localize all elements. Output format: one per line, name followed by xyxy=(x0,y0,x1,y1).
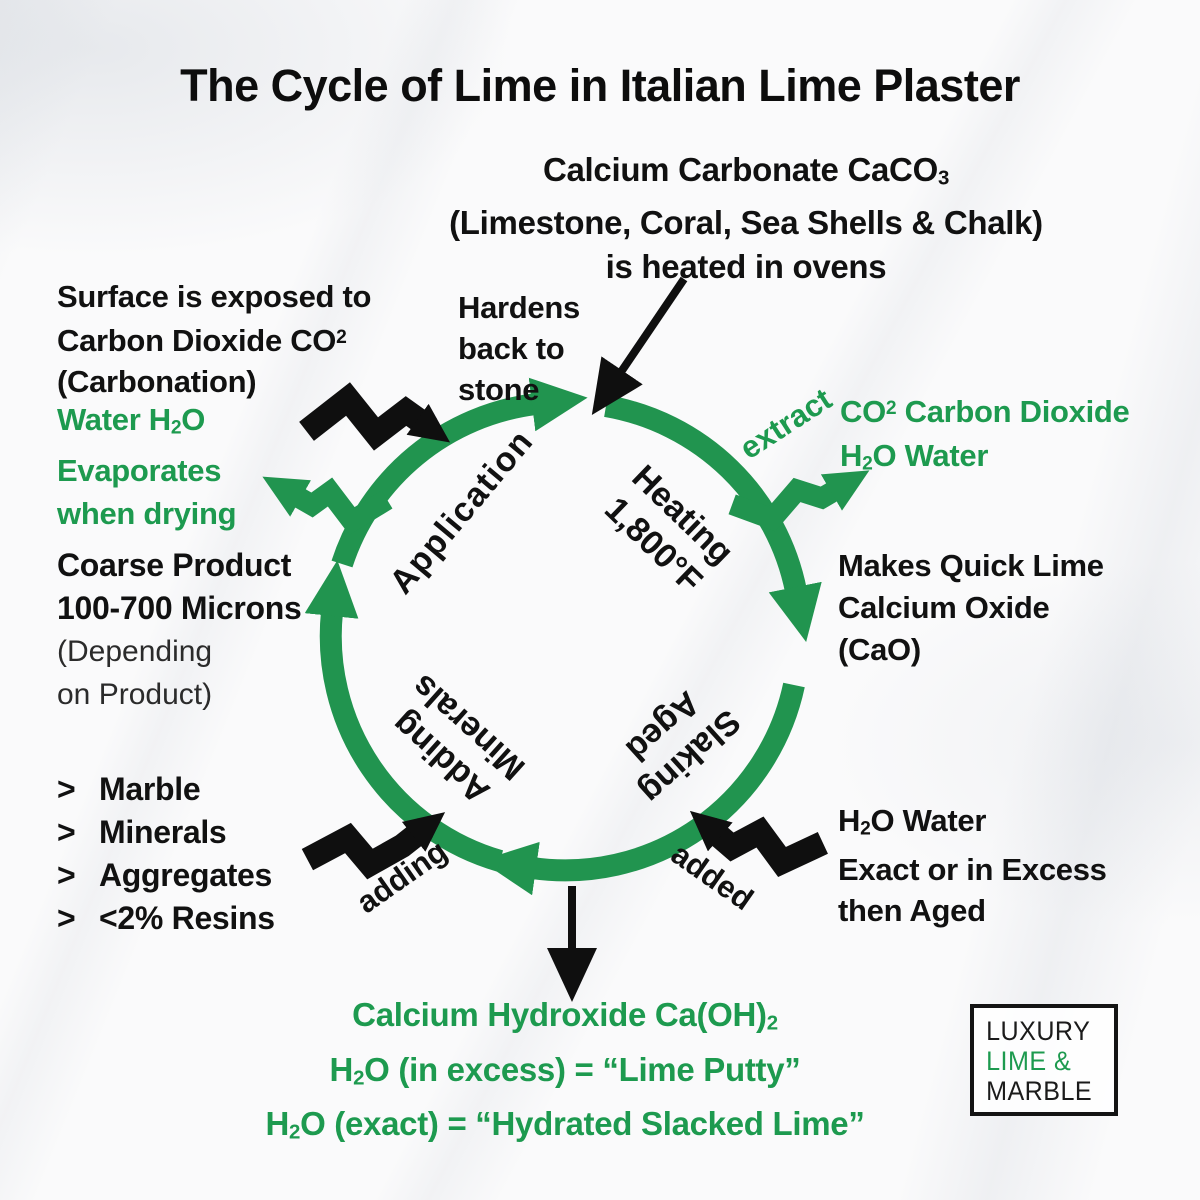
coarse-product-line3: (Depending xyxy=(57,635,213,668)
hardens-line2: back to xyxy=(458,331,565,366)
surface-exposed-line1: Surface is exposed to xyxy=(57,279,372,314)
chevron-bullet-icon: > xyxy=(57,771,76,807)
calcium-hydroxide-result-note: Calcium Hydroxide Ca(OH)2 H2O (in excess… xyxy=(265,992,864,1156)
calcium-carbonate-note-line3: is heated in ovens xyxy=(605,247,887,285)
water-evaporates-note: Water H2O Evaporates when drying xyxy=(57,398,237,535)
co2-out-line2: H2O Water xyxy=(840,438,989,475)
additives-item-label: Marble xyxy=(99,771,201,807)
cycle-stage-application: Application xyxy=(382,422,541,602)
surface-exposed-line2: Carbon Dioxide CO2 xyxy=(57,323,347,359)
coarse-product-line1: Coarse Product xyxy=(57,547,292,583)
chevron-bullet-icon: > xyxy=(57,857,76,893)
additives-item: > Minerals xyxy=(57,811,275,854)
added-caption: added xyxy=(664,836,760,918)
quicklime-line3: (CaO) xyxy=(838,632,921,667)
calcium-carbonate-note-line2: (Limestone, Coral, Sea Shells & Chalk) xyxy=(449,203,1043,241)
co2-exposure-zigzag-arrow xyxy=(299,382,451,451)
additives-item-label: Minerals xyxy=(99,814,227,850)
logo-text: LUXURY LIME & MARBLE xyxy=(974,1008,1104,1106)
quicklime-line2: Calcium Oxide xyxy=(838,590,1050,625)
water-added-line2: Exact or in Excess xyxy=(838,852,1107,888)
result-line2: H2O (in excess) = “Lime Putty” xyxy=(329,1050,801,1090)
water-added-line1: H2O Water xyxy=(838,803,987,840)
water-evaporates-zigzag-arrow xyxy=(262,476,393,535)
extract-zigzag-arrow xyxy=(728,470,870,532)
surface-exposed-line3: (Carbonation) xyxy=(57,364,257,400)
coarse-product-line2: 100-700 Microns xyxy=(57,590,302,626)
quicklime-line1: Makes Quick Lime xyxy=(838,548,1104,583)
hardens-note: Hardens back to stone xyxy=(458,287,580,410)
logo-line-luxury: LUXURY xyxy=(986,1016,1091,1046)
cycle-stage-slaking: Slaking Aged xyxy=(604,670,749,812)
logo-line-marble: MARBLE xyxy=(986,1076,1093,1106)
additives-item-label: Aggregates xyxy=(99,857,273,893)
water-added-note: H2O Water Exact or in Excess then Aged xyxy=(838,800,1107,931)
surface-exposed-note: Surface is exposed to Carbon Dioxide CO2… xyxy=(57,276,371,402)
coarse-product-line4: on Product) xyxy=(57,678,213,711)
chevron-bullet-icon: > xyxy=(57,814,76,850)
co2-out-line1: CO2 Carbon Dioxide xyxy=(840,394,1130,430)
additives-item: > <2% Resins xyxy=(57,897,275,940)
water-evaporates-line1: Water H2O xyxy=(57,402,206,439)
cycle-stage-heating: Heating 1,800°F xyxy=(594,456,742,603)
additives-item: > Aggregates xyxy=(57,854,275,897)
cycle-stage-adding-minerals: Adding Minerals xyxy=(376,665,533,818)
result-line1: Calcium Hydroxide Ca(OH)2 xyxy=(352,996,778,1035)
additives-item-label: <2% Resins xyxy=(99,900,275,936)
water-evaporates-line3: when drying xyxy=(57,496,237,532)
co2-water-out-note: CO2 Carbon Dioxide H2O Water xyxy=(840,387,1130,487)
adding-caption: adding xyxy=(350,833,454,921)
coarse-product-note: Coarse Product 100-700 Microns (Dependin… xyxy=(57,544,302,716)
luxury-lime-marble-logo: LUXURY LIME & MARBLE xyxy=(970,1004,1118,1116)
page-title: The Cycle of Lime in Italian Lime Plaste… xyxy=(180,60,1020,111)
additives-list: > Marble > Minerals > Aggregates > <2% R… xyxy=(57,768,275,940)
chevron-bullet-icon: > xyxy=(57,900,76,936)
added-zigzag-arrow xyxy=(689,810,828,878)
calcium-carbonate-note-line1: Calcium Carbonate CaCO3 xyxy=(542,151,950,190)
quicklime-note: Makes Quick Lime Calcium Oxide (CaO) xyxy=(838,545,1104,671)
result-line3: H2O (exact) = “Hydrated Slacked Lime” xyxy=(265,1105,865,1145)
logo-line-lime: LIME & xyxy=(986,1046,1072,1076)
heated-in-ovens-arrow xyxy=(591,276,688,416)
additives-item: > Marble xyxy=(57,768,275,811)
water-evaporates-line2: Evaporates xyxy=(57,453,222,489)
extract-caption: extract xyxy=(733,381,838,466)
calcium-carbonate-note: Calcium Carbonate CaCO3 (Limestone, Cora… xyxy=(449,148,1043,289)
hardens-line1: Hardens xyxy=(458,290,580,325)
hardens-line3: stone xyxy=(458,372,540,407)
water-added-line3: then Aged xyxy=(838,893,986,929)
